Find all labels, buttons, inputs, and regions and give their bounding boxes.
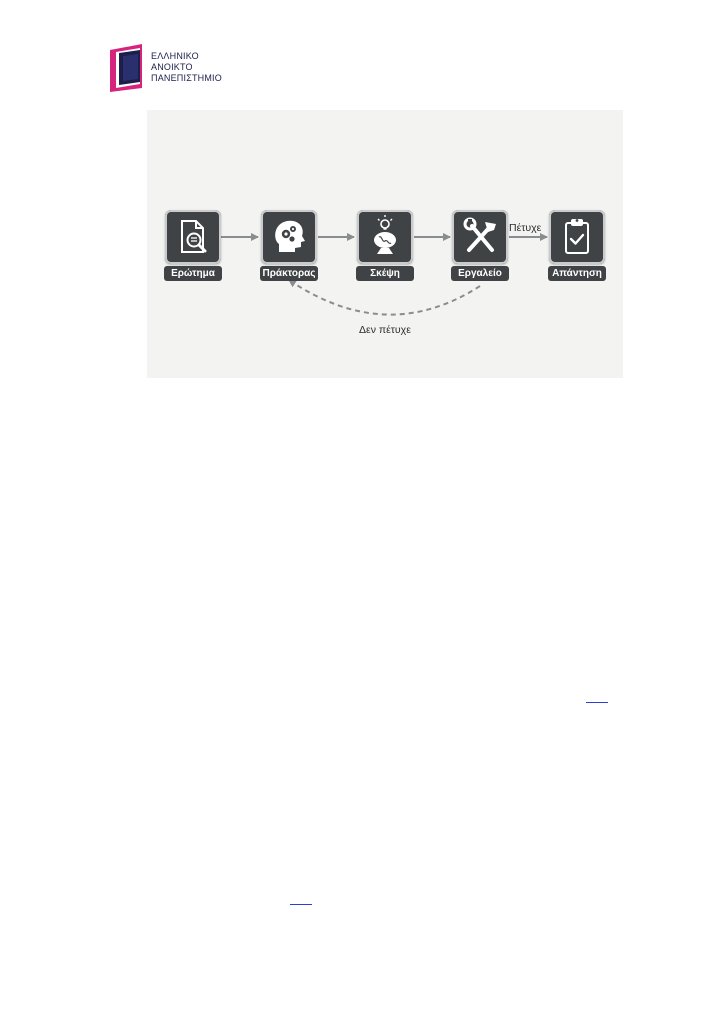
node-thought: Σκέψη (356, 210, 414, 281)
reference-link-1[interactable] (586, 692, 608, 703)
node-agent-label: Πράκτορας (260, 266, 318, 281)
reference-link-2[interactable] (290, 894, 312, 905)
diagram-connectors (221, 233, 548, 316)
university-logo (110, 44, 225, 92)
logo-emblem-icon (110, 44, 142, 92)
node-question-label: Ερώτημα (164, 266, 222, 281)
agent-flow-diagram: Ερώτημα Πράκτορας (147, 110, 623, 378)
wrench-hammer-icon (463, 217, 496, 252)
node-tool-tile (452, 210, 508, 264)
logo-line-3: ΠΑΝΕΠΙΣΤΗΜΙΟ (151, 73, 222, 83)
node-answer-label: Απάντηση (548, 266, 606, 281)
logo-wordmark: ΕΛΛΗΝΙΚΟ ΑΝΟΙΚΤΟ ΠΑΝΕΠΙΣΤΗΜΙΟ (151, 51, 222, 84)
logo-line-2: ΑΝΟΙΚΤΟ (151, 62, 193, 72)
brain-lightbulb-icon (374, 215, 396, 254)
node-tool: Εργαλείο (451, 210, 509, 281)
failure-edge-label: Δεν πέτυχε (359, 324, 411, 336)
node-agent-tile (261, 210, 317, 264)
arrow-tool-back-to-agent-dashed (288, 279, 481, 316)
node-agent: Πράκτορας (260, 210, 318, 281)
node-tool-label: Εργαλείο (451, 266, 509, 281)
head-gears-icon (275, 220, 305, 252)
node-thought-label: Σκέψη (356, 266, 414, 281)
node-thought-tile (357, 210, 413, 264)
success-edge-label: Πέτυχε (509, 222, 542, 234)
node-answer: Απάντηση (548, 210, 606, 281)
node-answer-tile (549, 210, 605, 264)
node-question: Ερώτημα (164, 210, 222, 281)
document-search-icon (181, 220, 207, 253)
node-question-tile (165, 210, 221, 264)
clipboard-check-icon (565, 219, 589, 254)
logo-line-1: ΕΛΛΗΝΙΚΟ (151, 51, 199, 61)
